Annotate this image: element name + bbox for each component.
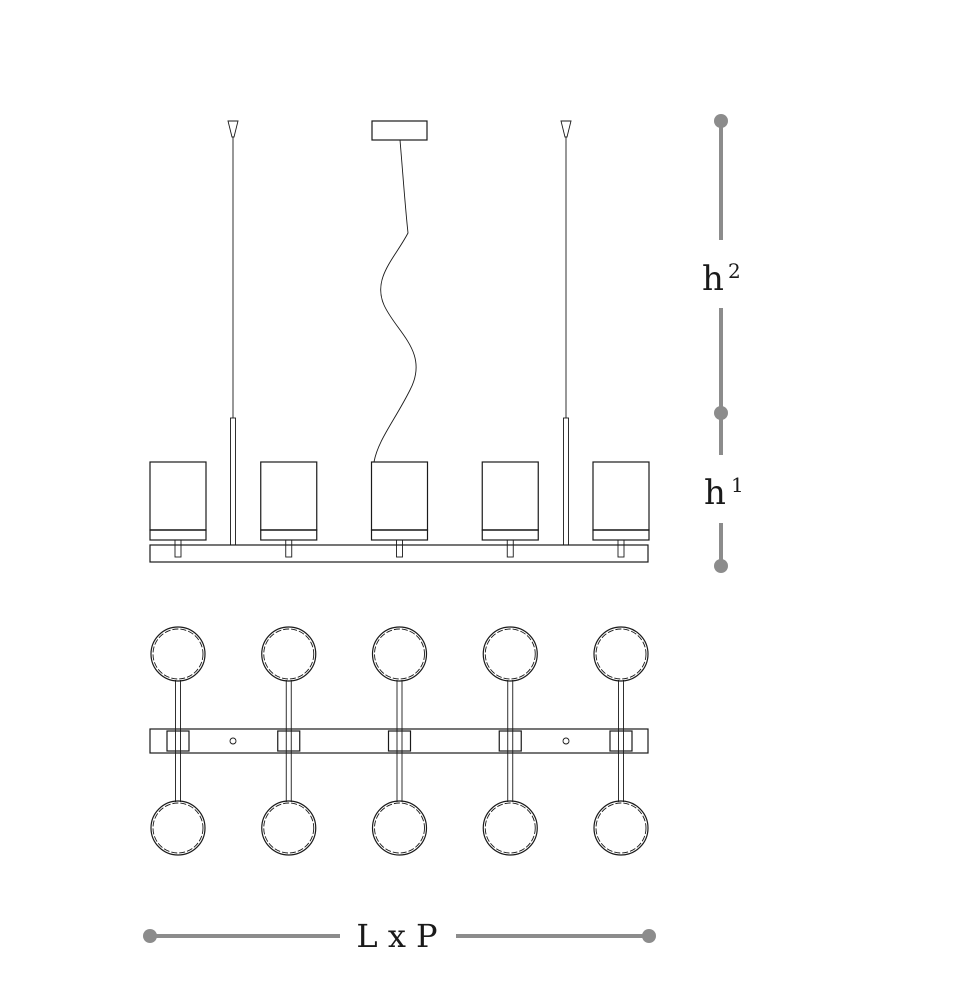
front-shade: [592, 461, 650, 558]
svg-text:L x P: L x P: [356, 917, 437, 955]
plan-lamp: [150, 626, 206, 856]
plan-lamp: [593, 626, 649, 856]
svg-text:1: 1: [731, 473, 744, 497]
lxp-label: L x P: [356, 917, 437, 955]
front-shade: [149, 461, 207, 558]
plan-lamp: [482, 626, 538, 856]
plan-bar: [149, 728, 649, 754]
svg-text:2: 2: [728, 259, 741, 283]
front-shade: [260, 461, 318, 558]
plan-lamp: [371, 626, 428, 856]
ceiling-canopy: [371, 120, 428, 141]
height-dimension-h2: h 2: [702, 114, 741, 420]
plan-mount-hole-left: [229, 737, 237, 745]
h2-superscript: 2: [728, 259, 741, 283]
front-shade: [370, 461, 429, 558]
right-suspension-cable: [560, 120, 572, 546]
h2-label: h: [702, 259, 724, 299]
svg-text:h: h: [704, 473, 726, 513]
left-suspension-cable: [227, 120, 239, 546]
front-shade: [481, 461, 539, 558]
front-bar: [149, 544, 649, 563]
height-dimension-h1: h 1: [704, 413, 744, 573]
plan-lamps: [150, 626, 649, 856]
plan-lamp: [261, 626, 317, 856]
plan-mount-hole-right: [562, 737, 570, 745]
h1-superscript: 1: [731, 473, 744, 497]
power-cord: [373, 139, 417, 463]
plan-view: [149, 626, 649, 856]
front-shades: [149, 461, 650, 558]
h1-label: h: [704, 473, 726, 513]
front-elevation: [149, 120, 650, 563]
svg-text:h: h: [702, 259, 724, 299]
width-depth-dimension: L x P: [143, 917, 656, 955]
